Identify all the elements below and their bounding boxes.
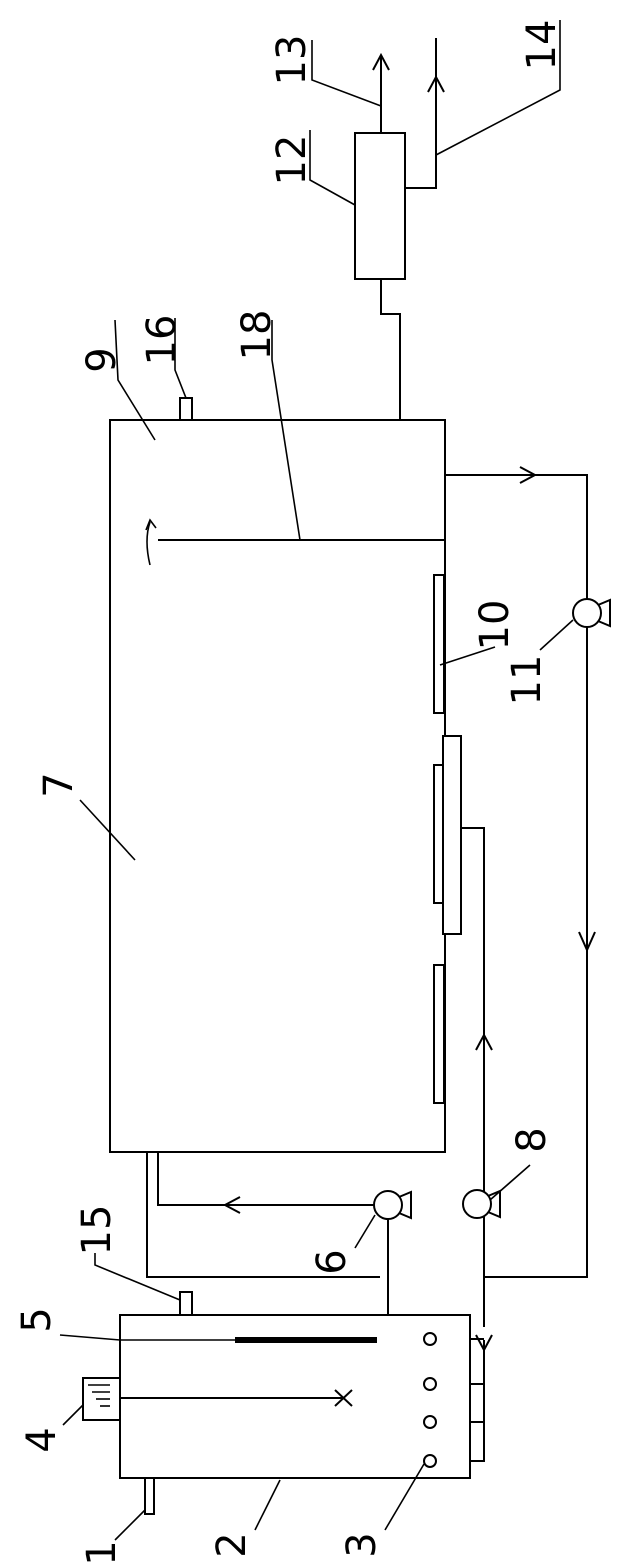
main-tank [109, 397, 446, 1153]
label-9: 9 [79, 347, 125, 372]
label-1: 1 [79, 1540, 125, 1564]
leader-9 [114, 319, 156, 441]
label-4: 4 [19, 1427, 65, 1452]
aerator-manifold [470, 1340, 485, 1462]
label-14: 14 [519, 20, 565, 71]
recirc-arrow-down [578, 931, 596, 953]
label-12: 12 [269, 135, 315, 186]
plate-middle-outer [442, 735, 462, 935]
return-loop [146, 1152, 412, 1315]
plate-upper [433, 574, 445, 714]
leader-6 [354, 1214, 376, 1249]
pump-11 [572, 598, 602, 628]
stirred-reactor [82, 1290, 485, 1515]
pump-11-base [597, 598, 611, 628]
return-arrow-left [222, 1196, 241, 1214]
leader-10 [439, 646, 496, 666]
recirc-pipe [445, 474, 588, 1278]
pump-6 [373, 1190, 403, 1220]
recirculation-loop [445, 466, 611, 1278]
leader-12 [309, 130, 356, 206]
leader-3 [384, 1463, 425, 1531]
leader-16 [174, 318, 187, 399]
separator [354, 38, 445, 420]
label-11: 11 [504, 655, 550, 706]
return-pipe [157, 1152, 389, 1315]
pump-8-base [487, 1189, 501, 1219]
leader-lines [59, 20, 574, 1541]
outlet-13-arrow [372, 52, 390, 71]
port-15 [179, 1291, 193, 1316]
inlet-1 [144, 1477, 155, 1515]
aerator-3d [423, 1454, 437, 1468]
label-8: 8 [509, 1127, 555, 1152]
label-2: 2 [209, 1532, 255, 1557]
leader-4 [62, 1404, 84, 1426]
baffle-flow-arrow-head [145, 518, 157, 531]
baffle-flow-arrow [146, 521, 151, 566]
leader-11 [539, 619, 574, 651]
plate-lower [433, 964, 445, 1104]
recirc-arrow-right [519, 466, 538, 484]
feed-loop [461, 827, 501, 1353]
aerator-3b [423, 1377, 437, 1391]
side-plates [433, 574, 462, 1104]
label-18: 18 [234, 310, 280, 361]
pump-6-base [398, 1190, 412, 1220]
leader-18 [271, 320, 301, 541]
outlet-14-arrow [427, 74, 445, 93]
pipe-tank-to-separator [380, 279, 401, 420]
leader-1 [114, 1509, 146, 1541]
reference-numerals: 1 2 3 4 5 6 7 8 9 10 11 12 13 14 15 16 1… [14, 20, 565, 1564]
electrode-5 [235, 1337, 377, 1343]
leader-13 [311, 40, 382, 107]
label-15: 15 [74, 1205, 120, 1256]
label-5: 5 [14, 1307, 60, 1332]
separator-12 [354, 132, 406, 280]
label-7: 7 [36, 772, 82, 797]
feed-pipe [461, 827, 485, 1327]
pump-8 [462, 1189, 492, 1219]
feed-arrow-up [475, 1032, 493, 1051]
main-tank-body [109, 419, 446, 1153]
leader-8 [489, 1164, 531, 1201]
port-16 [179, 397, 193, 421]
label-10: 10 [472, 600, 518, 651]
leader-7 [79, 799, 136, 861]
stirrer-blade [334, 1389, 353, 1407]
aerator-3c [423, 1415, 437, 1429]
overflow-pipe [146, 1152, 380, 1278]
leader-2 [254, 1479, 281, 1531]
leader-5 [59, 1334, 121, 1341]
label-6: 6 [309, 1249, 355, 1274]
leader-14 [435, 20, 561, 156]
label-3: 3 [339, 1532, 385, 1557]
outlet-14-pipe [405, 38, 437, 189]
aerator-3a [423, 1332, 437, 1346]
label-13: 13 [269, 35, 315, 86]
leader-15 [94, 1253, 181, 1301]
label-16: 16 [139, 315, 185, 366]
